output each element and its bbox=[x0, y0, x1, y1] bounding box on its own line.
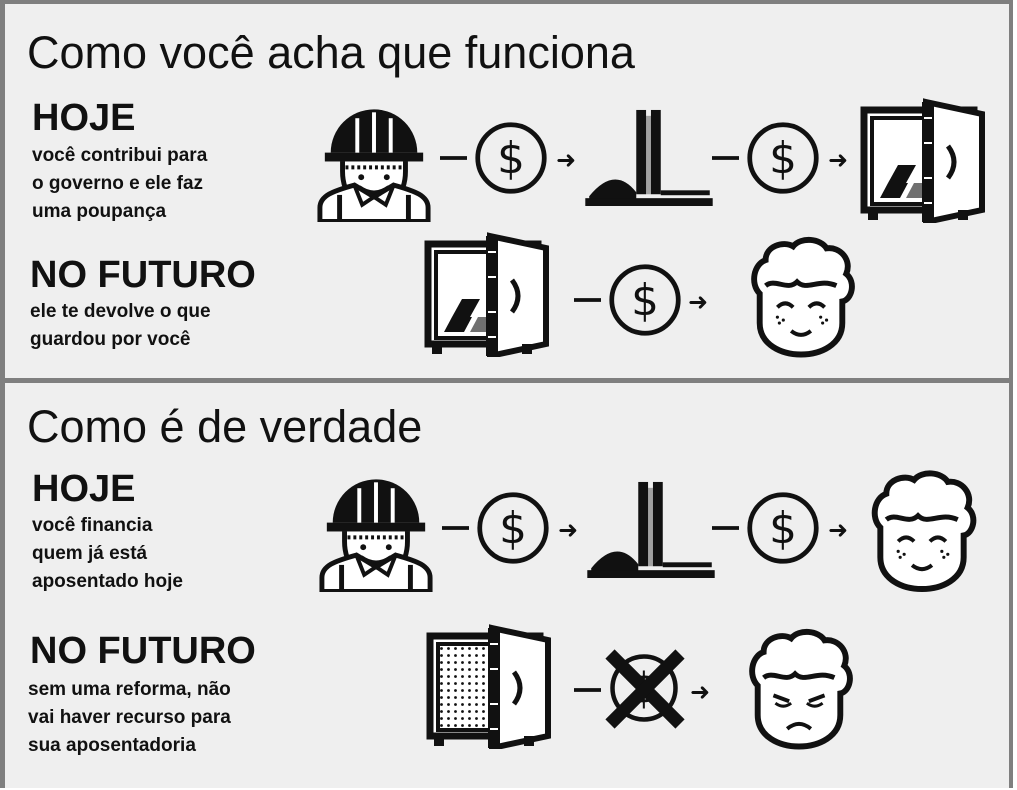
arrow-head: ➜ bbox=[690, 679, 711, 706]
safe-with-gold-icon bbox=[422, 232, 552, 357]
congress-building-icon bbox=[587, 480, 715, 578]
empty-safe-icon bbox=[424, 624, 554, 749]
dollar-coin-icon bbox=[607, 262, 683, 338]
safe-with-gold-icon bbox=[858, 98, 988, 223]
section-title: Como é de verdade bbox=[27, 401, 423, 452]
arrow-line bbox=[712, 148, 742, 168]
dollar-coin-icon bbox=[473, 120, 549, 196]
arrow-head: ➜ bbox=[828, 517, 849, 544]
future-description: sem uma reforma, não vai haver recurso p… bbox=[28, 679, 231, 756]
section-divider bbox=[0, 378, 1013, 383]
arrow-head: ➜ bbox=[828, 147, 849, 174]
dollar-coin-icon bbox=[475, 490, 551, 566]
happy-elderly-icon bbox=[742, 234, 860, 358]
today-heading: HOJE bbox=[32, 97, 136, 139]
future-description: ele te devolve o que guardou por você bbox=[30, 301, 211, 350]
dollar-coin-icon bbox=[745, 490, 821, 566]
arrow-line bbox=[442, 518, 472, 538]
today-heading: HOJE bbox=[32, 468, 136, 510]
congress-building-icon bbox=[585, 108, 713, 206]
sad-elderly-icon bbox=[740, 626, 858, 750]
section-title: Como você acha que funciona bbox=[27, 27, 635, 78]
arrow-head: ➜ bbox=[556, 147, 577, 174]
arrow-line bbox=[574, 680, 604, 700]
arrow-line bbox=[440, 148, 470, 168]
future-heading: NO FUTURO bbox=[30, 630, 256, 672]
dollar-coin-icon bbox=[745, 120, 821, 196]
arrow-line bbox=[712, 518, 742, 538]
happy-elderly-icon bbox=[862, 468, 982, 592]
worker-icon bbox=[315, 98, 433, 222]
arrow-head: ➜ bbox=[558, 517, 579, 544]
crossed-out-coin-icon bbox=[605, 649, 685, 729]
worker-icon bbox=[317, 468, 435, 592]
today-description: você financia quem já está aposentado ho… bbox=[32, 515, 183, 592]
arrow-line bbox=[574, 290, 604, 310]
arrow-head: ➜ bbox=[688, 289, 709, 316]
today-description: você contribui para o governo e ele faz … bbox=[32, 145, 208, 222]
future-heading: NO FUTURO bbox=[30, 254, 256, 296]
